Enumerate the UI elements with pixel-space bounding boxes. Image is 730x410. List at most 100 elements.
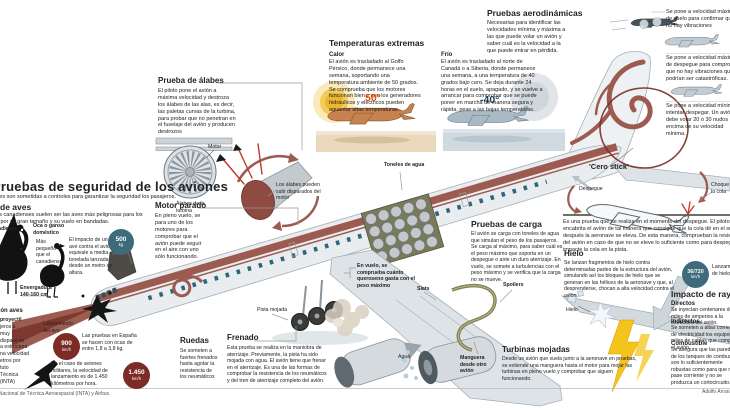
wing-cross-section <box>155 137 233 145</box>
author-credit: Adolfo Arranz <box>702 389 730 395</box>
heat-test-scene <box>313 81 436 152</box>
impact-flash <box>587 301 617 329</box>
cold-temperature: -40° <box>480 94 500 106</box>
aero-intro: Necesarias para identificar las velocida… <box>487 20 566 54</box>
spoilers-label: Spoilers <box>503 282 524 288</box>
water-barrels-label: Toneles de agua <box>384 162 425 168</box>
zero-stick-label: 'Cero stick' <box>589 162 629 171</box>
weight-badge: 500 kg <box>108 229 134 255</box>
direct-body: Se inyectan centenares de miles de amper… <box>671 307 730 326</box>
heat-body: El avión es trasladado al Golfo Pérsico,… <box>329 59 421 114</box>
bird-impact-splat <box>82 295 117 323</box>
spain-tests-note: Las pruebas en España se hacen con ocas … <box>82 333 137 352</box>
tailstrike-scene <box>563 147 730 241</box>
tail-swirl <box>570 59 653 145</box>
engine-stopped-body: En pleno vuelo, se para uno de los motor… <box>155 213 202 261</box>
birds-intro: Las ocas canadienses suelen ser las aves… <box>0 212 143 225</box>
indirect-body: Se someten a altas corrientes de electri… <box>671 325 730 351</box>
fuselage-stripe <box>95 143 618 303</box>
speed-badge-1450: 1.450 km/h <box>123 362 150 389</box>
bird-domestic-label: Oca o ganso doméstico <box>33 223 65 236</box>
lightning-bolt-icon <box>607 319 640 393</box>
heat-temperature: 50° <box>365 92 381 104</box>
main-wing <box>329 249 563 407</box>
ice-cube-label: Hielo <box>566 307 578 313</box>
water-label: Agua <box>398 354 411 360</box>
window-row <box>147 179 548 301</box>
tail-strike-circle <box>599 87 689 169</box>
engine-nacelle-right <box>401 283 497 385</box>
motor-label: Motor <box>208 144 222 150</box>
landing-gear <box>272 279 369 345</box>
flying-blades <box>221 143 263 185</box>
braking-body: Esta prueba se realiza en la maniobra de… <box>227 345 327 384</box>
ice-speed-badge: 36/720 km/h <box>682 261 709 288</box>
section-cannon-heading: Cañón aves <box>0 308 23 314</box>
wet-runway-label: Pista mojada <box>257 307 287 313</box>
source-line: Instituto Nacional de Técnica Aeroespaci… <box>0 391 111 397</box>
test-plane-icon <box>670 83 723 97</box>
section-temperatures-heading: Temperaturas extremas <box>329 38 425 48</box>
page-title: Pruebas de seguridad de los aviones <box>0 179 229 194</box>
goose-domestic-icon <box>40 243 65 298</box>
bird-impact-note: El impacto de un ave contra el avión equ… <box>69 237 113 276</box>
direct-label: Directos <box>671 301 696 307</box>
section-engine-stopped-heading: Motor parado <box>155 201 207 210</box>
fuselage <box>90 143 622 326</box>
fuel-body: Se asegura que las paredes de los tanque… <box>671 347 730 386</box>
section-lightning-heading: Impacto de rayos <box>671 289 730 299</box>
water-droplets <box>401 350 418 380</box>
zero-stick-body: Es una prueba que se realiza en el momen… <box>563 219 730 253</box>
engine-nacelle-left <box>334 338 422 388</box>
aero-item-max-speed-takeoff: Se pone a velocidad máxima de despegue p… <box>666 55 730 82</box>
test-plane-icon <box>664 33 720 48</box>
tail-sparks <box>681 201 695 215</box>
blades-body: El piloto pone el avión a máxima velocid… <box>158 88 236 136</box>
aircraft-illustration <box>90 51 730 407</box>
lightning-bolt-icon <box>634 334 654 382</box>
ice-cube-icon <box>566 292 578 304</box>
lightning-scene <box>566 275 693 393</box>
aero-item-min-speed: Se pone a velocidad mínima al intentar d… <box>666 103 730 137</box>
speed-badge-900: 900 km/h <box>53 333 80 360</box>
indirect-label: Indirectos <box>671 319 700 325</box>
fighter-jet-icon <box>24 360 58 390</box>
blades-ejected-label: Los álabes pueden salir disparados del m… <box>276 182 321 201</box>
fuel-label: Combustible <box>671 341 708 347</box>
military-note: En el caso de aviones militares, la velo… <box>51 361 108 387</box>
water-barrels <box>360 193 445 267</box>
bird-launch-beam <box>12 291 117 354</box>
heat-label: Calor <box>329 52 345 58</box>
load-body: El avión se carga con toneles de agua qu… <box>471 231 563 283</box>
goose-canadian-icon <box>0 214 29 294</box>
cockpit-windows <box>95 286 120 301</box>
section-load-heading: Pruebas de carga <box>471 219 542 229</box>
section-ice-heading: Hielo <box>564 249 584 258</box>
slats-label: Slats <box>417 286 430 292</box>
ice-body: Se lanzan fragmentos de hielo contra det… <box>564 260 675 299</box>
section-braking-heading: Frenado <box>227 333 259 342</box>
wet-turbines-body: Desde un avión que vuela junto a la aero… <box>502 356 637 382</box>
section-birds-heading: Choque de aves <box>0 202 32 212</box>
ice-launch-label: Lanzamiento de hielo <box>712 264 730 277</box>
bird-canadian-label: Oca canadiense <box>0 226 18 232</box>
bird-launch-label: Lanzamiento del ave <box>43 321 73 334</box>
tail-strike-label: Choque de la cola <box>711 182 730 195</box>
cold-body: El avión es trasladado al norte de Canad… <box>441 59 543 114</box>
section-wheels-heading: Ruedas <box>180 336 209 345</box>
takeoff-label: Despegue <box>579 186 603 192</box>
blade-burst-engine <box>216 143 320 231</box>
cold-test-scene <box>443 73 565 151</box>
section-aero-heading: Pruebas aerodinámicas <box>487 8 583 18</box>
kerosene-label: En vuelo, se comprueba cuánto queroseno … <box>357 263 415 289</box>
horizontal-stabilizer <box>611 163 730 192</box>
cold-label: Frío <box>441 52 453 58</box>
bird-domestic-note: Más pequeño que el canadiense <box>36 239 63 265</box>
aero-item-max-speed-flight: Se pone a velocidad máxima de vuelo para… <box>666 9 730 29</box>
twin-prop-plane-icon <box>609 11 679 31</box>
leader-lines <box>198 82 713 355</box>
turbine-blades-label: Álabes de la turbina <box>176 201 205 214</box>
cannon-text-fragments: proyectil jeros a muy dispara un a estru… <box>0 317 30 385</box>
wheels-body: Se someten a fuertes frenados hasta agot… <box>180 348 218 380</box>
